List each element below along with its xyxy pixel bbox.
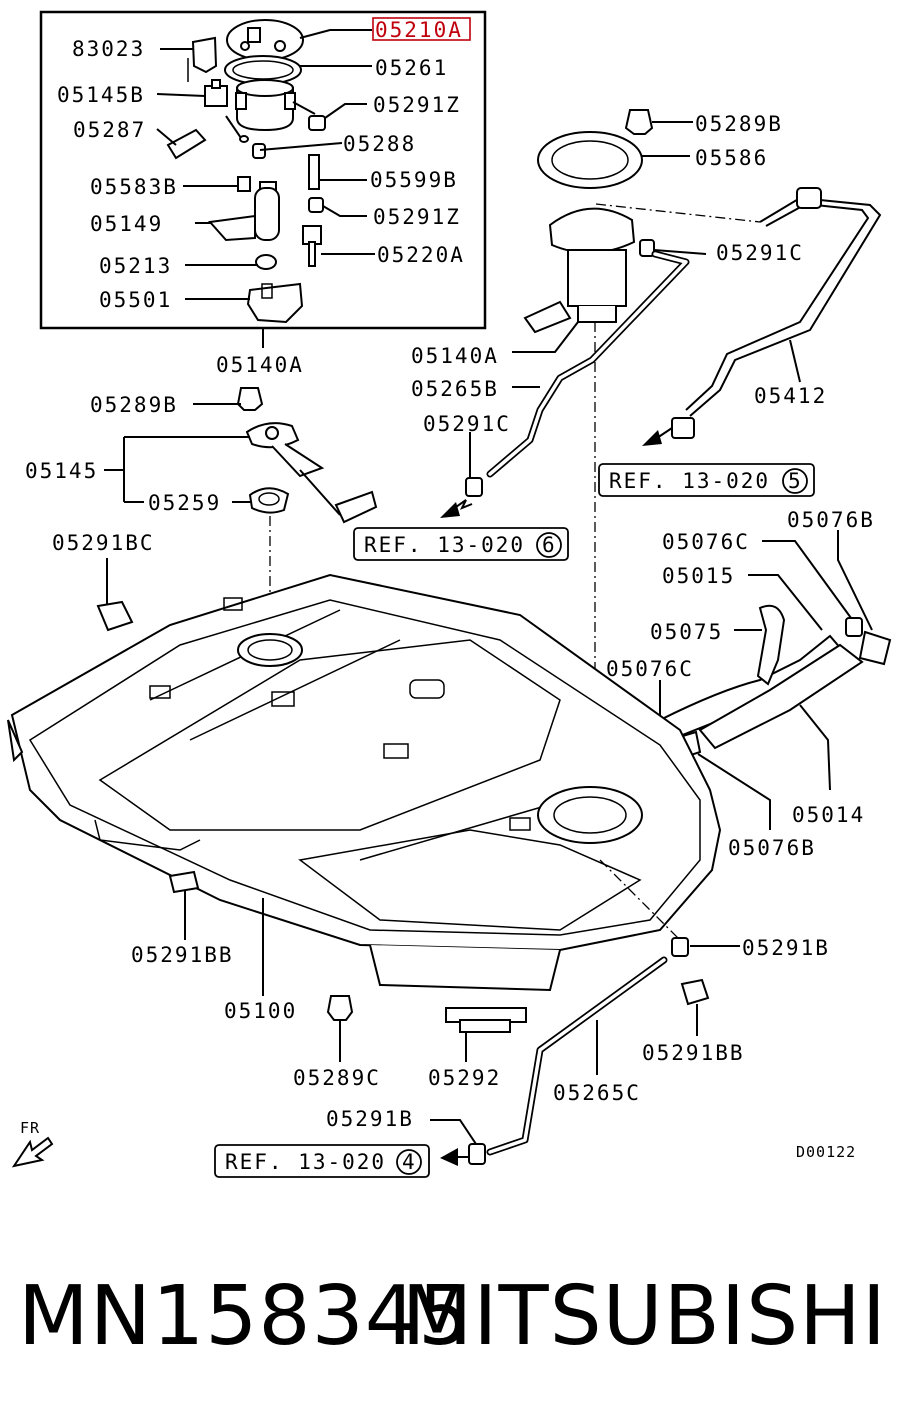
- right-pump-module[interactable]: [523, 109, 655, 334]
- tank-pump-opening-right: [537, 786, 643, 844]
- label-83023: 83023: [72, 37, 145, 61]
- label-05291BC: 05291BC: [52, 531, 155, 555]
- label-05291B-right: 05291B: [742, 936, 830, 960]
- label-05501: 05501: [99, 288, 172, 312]
- bracket-05292[interactable]: [445, 1007, 527, 1033]
- label-05140A-inset: 05140A: [216, 353, 304, 377]
- label-05288: 05288: [343, 132, 416, 156]
- label-05145: 05145: [25, 459, 98, 483]
- label-05145B: 05145B: [57, 83, 145, 107]
- clamp-05291C-right: [639, 239, 655, 257]
- label-05292: 05292: [428, 1066, 501, 1090]
- filter-05287[interactable]: [166, 128, 207, 160]
- label-05291Z-mid: 05291Z: [373, 205, 461, 229]
- valve-05220A[interactable]: [302, 225, 322, 267]
- clamp-05076C-top: [845, 617, 863, 637]
- label-05149: 05149: [90, 212, 163, 236]
- clamp-05291B-right[interactable]: [671, 937, 689, 957]
- cap-05291Z-top[interactable]: [308, 115, 326, 131]
- label-05291C-right: 05291C: [716, 241, 804, 265]
- clip-05291BB-right[interactable]: [680, 978, 710, 1006]
- fuel-pump-05149[interactable]: [208, 187, 280, 242]
- pump-seal-ring[interactable]: [224, 55, 302, 85]
- label-05599B: 05599B: [370, 168, 458, 192]
- oring-05288[interactable]: [239, 135, 266, 159]
- label-05076C-top: 05076C: [662, 530, 750, 554]
- label-05291BB-right: 05291BB: [642, 1041, 745, 1065]
- strainer-05501[interactable]: [246, 282, 304, 324]
- label-05140A: 05140A: [411, 344, 499, 368]
- label-05265C: 05265C: [553, 1081, 641, 1105]
- label-05014: 05014: [792, 803, 865, 827]
- pump-module-flange: [548, 207, 636, 254]
- fuel-tank-05100[interactable]: [7, 573, 722, 992]
- ref6-text: REF. 13-020: [364, 533, 525, 557]
- rod-05599B[interactable]: [308, 154, 320, 190]
- grommet-05213[interactable]: [255, 254, 277, 270]
- cap-05291Z-mid[interactable]: [308, 197, 324, 213]
- clamp-05291B-bottom: [468, 1143, 486, 1165]
- label-05015: 05015: [662, 564, 735, 588]
- label-05287: 05287: [73, 118, 146, 142]
- label-05289C: 05289C: [293, 1066, 381, 1090]
- label-05076B-top: 05076B: [787, 508, 875, 532]
- nut-05289B-left: [236, 387, 264, 411]
- ref4-text: REF. 13-020: [225, 1150, 386, 1174]
- clip-05291BB-left[interactable]: [168, 870, 200, 894]
- hose-05014: [698, 643, 864, 750]
- label-05291C-left: 05291C: [423, 412, 511, 436]
- label-05583B: 05583B: [90, 175, 178, 199]
- label-05210A-highlighted[interactable]: 05210A: [375, 18, 463, 42]
- label-05291Z-top: 05291Z: [373, 93, 461, 117]
- bracket-83023[interactable]: [187, 36, 218, 82]
- ref4-number: 4: [402, 1150, 417, 1174]
- label-05076C-mid: 05076C: [606, 657, 694, 681]
- left-sender-assembly[interactable]: [236, 387, 378, 524]
- label-05261: 05261: [375, 56, 448, 80]
- float-arm: [334, 490, 378, 524]
- highlight-box-05210A: [372, 17, 471, 41]
- tube-05265B[interactable]: [465, 250, 690, 497]
- label-05213: 05213: [99, 254, 172, 278]
- sender-unit-05145B[interactable]: [204, 79, 228, 107]
- label-05075: 05075: [650, 620, 723, 644]
- label-05100: 05100: [224, 999, 297, 1023]
- pump-module-inset: 83023 05210A 05261 05145B 05291Z 05287 0…: [39, 10, 487, 330]
- front-direction-arrow-icon: [11, 1136, 54, 1168]
- tank-sender-opening-left: [237, 633, 303, 667]
- label-05291B-bottom: 05291B: [326, 1107, 414, 1131]
- ref6-number: 6: [542, 533, 557, 557]
- label-05259: 05259: [148, 491, 221, 515]
- label-05220A: 05220A: [377, 243, 465, 267]
- pump-flange-cover[interactable]: [226, 19, 304, 61]
- label-05586: 05586: [695, 146, 768, 170]
- label-05412: 05412: [754, 384, 827, 408]
- brand-name: MITSUBISHI: [401, 1269, 887, 1364]
- footer-caption: MN158345 MITSUBISHI: [0, 1262, 909, 1372]
- label-05289B-right: 05289B: [695, 112, 783, 136]
- clamp-05076B-top: [858, 630, 892, 666]
- ref-13-020-4[interactable]: REF. 13-020 4: [214, 1144, 430, 1178]
- ref5-text: REF. 13-020: [609, 469, 770, 493]
- ref5-number: 5: [788, 469, 803, 493]
- label-05289B-left: 05289B: [90, 393, 178, 417]
- tube-05265C[interactable]: [468, 956, 668, 1165]
- harness-05412[interactable]: [671, 187, 882, 439]
- part-number: MN158345: [18, 1269, 472, 1364]
- gasket-05259: [248, 487, 290, 514]
- band-05075: [756, 604, 786, 686]
- label-05265B: 05265B: [411, 377, 499, 401]
- clip-05291BC[interactable]: [96, 600, 134, 632]
- ref-13-020-6[interactable]: REF. 13-020 6: [353, 527, 569, 561]
- label-05076B-mid: 05076B: [728, 836, 816, 860]
- label-diagram-code: D00122: [796, 1143, 856, 1161]
- ref-13-020-5[interactable]: REF. 13-020 5: [598, 463, 815, 497]
- label-05291BB-left: 05291BB: [131, 943, 234, 967]
- nut-05289B-right: [624, 109, 654, 135]
- label-fr: FR: [20, 1119, 40, 1137]
- nut-05289C[interactable]: [326, 995, 354, 1021]
- pump-reservoir[interactable]: [235, 79, 296, 132]
- clamp-05291C-left: [465, 477, 483, 497]
